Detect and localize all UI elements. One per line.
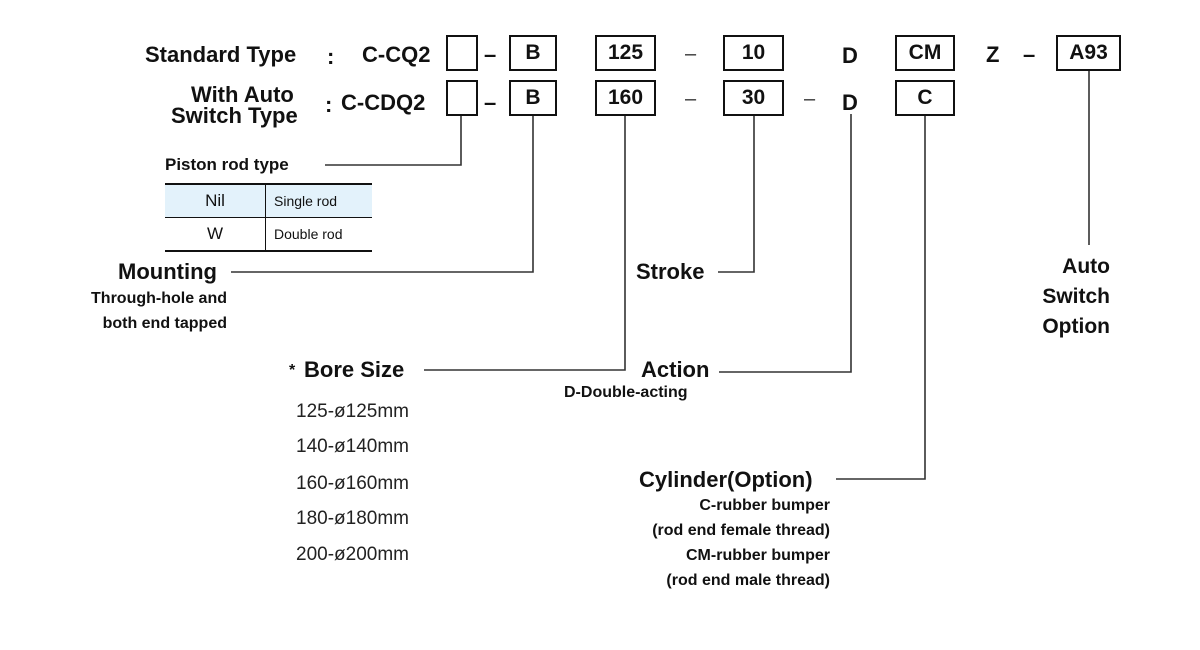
- cylinder-option-line: (rod end male thread): [666, 572, 830, 589]
- auto-switch-option-line: Option: [1042, 315, 1110, 338]
- cylinder-option-connector: [836, 114, 926, 480]
- stroke-connector: [718, 114, 755, 273]
- bore-size-item: 200-ø200mm: [296, 544, 409, 565]
- bore-size-item: 125-ø125mm: [296, 401, 409, 422]
- standard-model-prefix: C-CQ2: [362, 42, 431, 67]
- standard-piston-rod-box: [446, 35, 478, 71]
- standard-type-label: Standard Type: [145, 42, 297, 67]
- mounting-connector: [231, 114, 534, 273]
- auto-switch-option-line: Auto: [1062, 255, 1110, 278]
- cylinder-option-line: C-rubber bumper: [699, 497, 830, 514]
- bore-size-item: 140-ø140mm: [296, 436, 409, 457]
- piston-rod-desc: Double rod: [265, 217, 372, 252]
- mounting-title: Mounting: [118, 259, 217, 284]
- piston-rod-desc: Single rod: [265, 183, 372, 218]
- piston-rod-code: Nil: [165, 183, 266, 218]
- standard-auto-switch-box: A93: [1056, 35, 1121, 71]
- auto-switch-option-line: Switch: [1042, 285, 1110, 308]
- standard-stroke-box: 10: [723, 35, 784, 71]
- auto-switch-model-prefix: C-CDQ2: [341, 90, 426, 115]
- standard-z-code: Z: [986, 42, 1000, 67]
- mounting-desc-line2: both end tapped: [102, 315, 227, 332]
- auto-switch-type-label-line1: With Auto: [191, 82, 294, 107]
- cylinder-option-line: CM-rubber bumper: [686, 547, 830, 564]
- auto-switch-mounting-box: B: [509, 80, 557, 116]
- action-connector: [719, 114, 852, 373]
- standard-hyphen: –: [484, 42, 497, 67]
- auto-switch-dash-1: –: [685, 88, 697, 110]
- piston-rod-code: W: [165, 217, 266, 252]
- auto-switch-dash-2: –: [804, 88, 816, 110]
- piston-rod-row: W Double rod: [165, 217, 372, 252]
- standard-type-colon: :: [327, 44, 335, 69]
- standard-action-code: D: [842, 43, 858, 68]
- auto-switch-hyphen: –: [484, 90, 497, 115]
- action-title: Action: [641, 357, 710, 382]
- auto-switch-type-label-line2: Switch Type: [171, 103, 298, 128]
- auto-switch-stroke-box: 30: [723, 80, 784, 116]
- bore-size-title: Bore Size: [304, 357, 405, 382]
- cylinder-option-line: (rod end female thread): [652, 522, 830, 539]
- standard-cylinder-option-box: CM: [895, 35, 955, 71]
- auto-switch-action-code: D: [842, 90, 858, 115]
- bore-size-marker: *: [289, 362, 296, 379]
- bore-size-connector: [424, 114, 626, 371]
- piston-rod-row: Nil Single rod: [165, 183, 372, 218]
- auto-switch-type-colon: :: [325, 92, 333, 117]
- standard-mounting-box: B: [509, 35, 557, 71]
- bore-size-item: 160-ø160mm: [296, 473, 409, 494]
- standard-dash-1: –: [685, 43, 697, 65]
- cylinder-option-title: Cylinder(Option): [639, 467, 813, 492]
- auto-switch-cylinder-option-box: C: [895, 80, 955, 116]
- action-desc: D-Double-acting: [564, 384, 688, 401]
- auto-switch-bore-box: 160: [595, 80, 656, 116]
- stroke-title: Stroke: [636, 259, 705, 284]
- standard-bore-box: 125: [595, 35, 656, 71]
- auto-switch-piston-rod-box: [446, 80, 478, 116]
- piston-rod-table: Nil Single rod W Double rod: [165, 183, 372, 252]
- bore-size-item: 180-ø180mm: [296, 508, 409, 529]
- mounting-desc-line1: Through-hole and: [91, 290, 227, 307]
- piston-rod-type-title: Piston rod type: [165, 155, 289, 174]
- piston-rod-connector: [325, 114, 462, 166]
- standard-auto-switch-hyphen: –: [1023, 42, 1036, 67]
